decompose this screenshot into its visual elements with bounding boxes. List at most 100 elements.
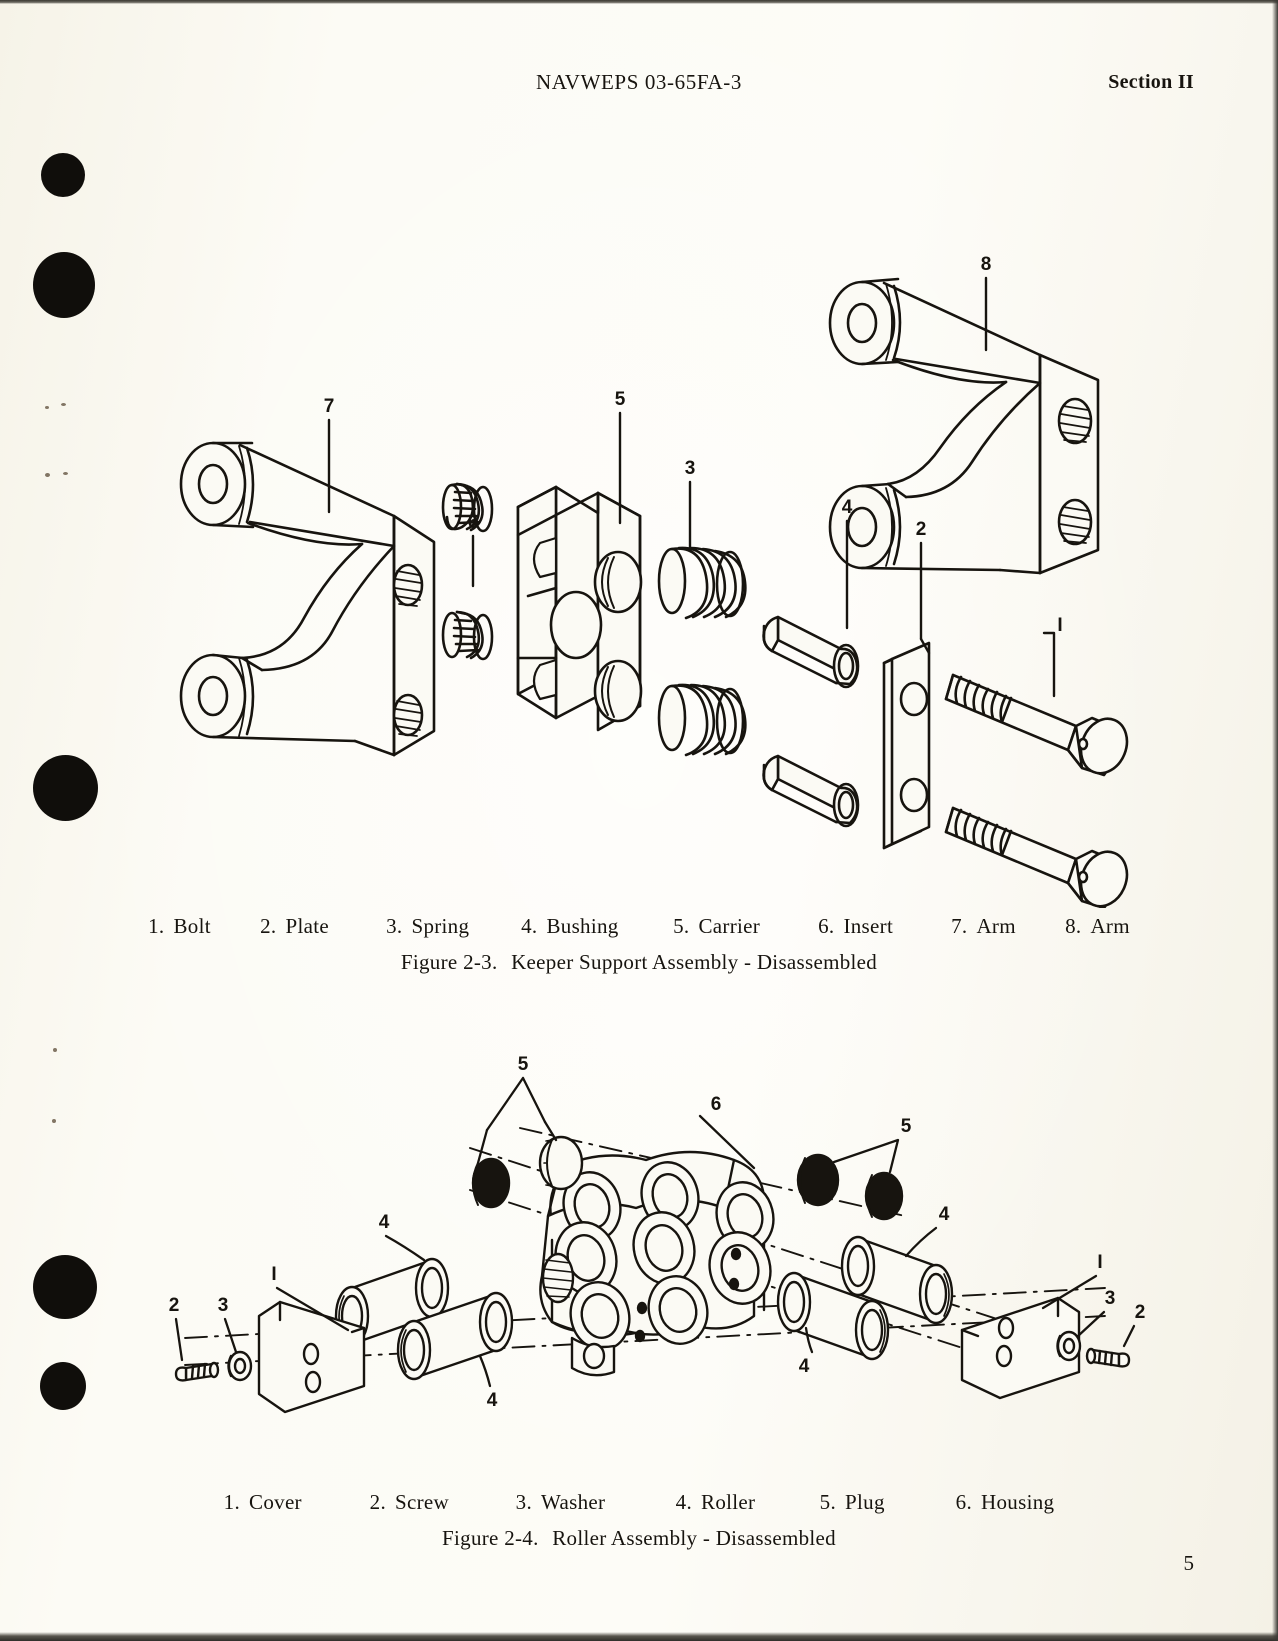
legend-number: 4.	[521, 914, 538, 938]
legend-label: Arm	[1090, 914, 1130, 938]
callout-number-5: 5	[615, 389, 626, 410]
callout-number-4-left: 4	[379, 1212, 390, 1233]
margin-speck	[45, 406, 49, 409]
legend-number: 5.	[819, 1490, 837, 1514]
margin-speck	[61, 403, 66, 406]
carrier-5-part	[516, 485, 643, 732]
spring-3-lower	[657, 683, 747, 757]
figure-2-4: 5 6 5 4 4 4 4 I I 3 3 2 2 1. C	[0, 1020, 1278, 1551]
washer-3-right	[1056, 1330, 1082, 1362]
spring-3-upper	[657, 546, 747, 620]
legend-item: 4. Bushing	[521, 914, 673, 939]
legend-item: 1. Bolt	[148, 914, 260, 939]
figure-caption-title: Keeper Support Assembly - Disassembled	[511, 950, 878, 974]
figure-2-3: 8 7 6 5 3 4 2 I 1. Bolt 2. Plate	[0, 118, 1278, 975]
figure-2-3-legend: 1. Bolt 2. Plate 3. Spring 4. Bushing 5.…	[0, 914, 1278, 939]
legend-number: 6.	[955, 1490, 973, 1514]
page-header: NAVWEPS 03-65FA-3 Section II	[0, 70, 1278, 100]
legend-number: 1.	[223, 1490, 241, 1514]
callout-number-3: 3	[685, 458, 696, 479]
legend-number: 3.	[386, 914, 403, 938]
legend-label: Bolt	[173, 914, 211, 938]
margin-speck	[52, 1119, 56, 1123]
legend-item: 5. Carrier	[673, 914, 818, 939]
bushing-4-upper	[762, 615, 860, 689]
bolt-1-lower	[944, 806, 1129, 908]
legend-number: 2.	[369, 1490, 387, 1514]
binder-hole-mark	[33, 252, 95, 318]
callout-3-right-leader	[1076, 1310, 1106, 1338]
callout-4-right-b-leader	[804, 1326, 814, 1354]
legend-label: Spring	[411, 914, 470, 938]
insert-6-upper-spring	[441, 482, 494, 533]
legend-item: 5. Plug	[820, 1490, 956, 1515]
roller-assembly-exploded-drawing: 5 6 5 4 4 4 4 I I 3 3 2 2	[169, 1054, 1146, 1414]
figure-caption-label: Figure 2-4.	[442, 1526, 539, 1550]
callout-4-right-leader	[904, 1226, 938, 1258]
plug-5-right-lower	[864, 1171, 904, 1221]
page-number: 5	[1183, 1551, 1195, 1575]
figure-2-3-illustration: 8 7 6 5 3 4 2 I	[0, 118, 1278, 908]
callout-1-leader	[1042, 631, 1056, 698]
callout-number-4: 4	[842, 497, 853, 518]
callout-3-left-leader	[223, 1317, 238, 1354]
bolt-1-upper	[944, 673, 1129, 777]
legend-number: 8.	[1065, 914, 1082, 938]
legend-item: 2. Screw	[370, 1490, 516, 1515]
callout-number-2-left: 2	[169, 1295, 180, 1316]
legend-label: Plug	[845, 1490, 885, 1514]
section-label: Section II	[1108, 71, 1194, 93]
callout-2-right-leader	[1122, 1324, 1136, 1348]
legend-item: 3. Spring	[386, 914, 521, 939]
insert-6-lower-spring	[441, 610, 494, 661]
legend-number: 4.	[675, 1490, 693, 1514]
keeper-support-exploded-drawing: 8 7 6 5 3 4 2 I	[179, 254, 1129, 908]
callout-number-2: 2	[916, 519, 927, 540]
figure-caption-title: Roller Assembly - Disassembled	[552, 1526, 836, 1550]
callout-number-4-right-b: 4	[799, 1356, 810, 1377]
callout-number-1: I	[1057, 615, 1062, 636]
callout-number-6: 6	[468, 512, 479, 533]
figure-2-3-caption: Figure 2-3. Keeper Support Assembly - Di…	[0, 950, 1278, 975]
scan-edge-top	[0, 0, 1278, 4]
figure-2-4-caption: Figure 2-4. Roller Assembly - Disassembl…	[0, 1526, 1278, 1551]
legend-label: Arm	[976, 914, 1016, 938]
housing-6-part	[539, 1150, 775, 1377]
callout-6-leader	[698, 1114, 756, 1170]
callout-number-5-right: 5	[901, 1116, 912, 1137]
scan-edge-bottom	[0, 1632, 1278, 1641]
washer-3-left	[227, 1350, 253, 1382]
legend-item: 1. Cover	[224, 1490, 370, 1515]
margin-speck	[45, 473, 50, 477]
callout-4-left-leader	[384, 1234, 426, 1262]
callout-number-3-right: 3	[1105, 1288, 1116, 1309]
legend-label: Bushing	[546, 914, 619, 938]
callout-number-2-right: 2	[1135, 1302, 1146, 1323]
legend-item: 8. Arm	[1065, 914, 1130, 939]
legend-label: Screw	[395, 1490, 450, 1514]
roller-4-right-a	[840, 1235, 954, 1325]
legend-label: Carrier	[698, 914, 761, 938]
legend-number: 5.	[673, 914, 690, 938]
margin-speck	[53, 1048, 57, 1052]
callout-number-8: 8	[981, 254, 992, 275]
plug-5-right-upper	[796, 1153, 840, 1207]
screw-2-left	[174, 1361, 220, 1382]
figure-2-4-legend: 1. Cover 2. Screw 3. Washer 4. Roller 5.…	[0, 1490, 1278, 1515]
arm-8-part	[828, 277, 1100, 575]
binder-hole-mark	[40, 1362, 86, 1410]
callout-5-left-leader	[476, 1076, 558, 1165]
plug-5-left-lower	[471, 1157, 511, 1209]
legend-label: Housing	[981, 1490, 1055, 1514]
plate-2-part	[882, 641, 931, 850]
callout-number-5-left: 5	[518, 1054, 529, 1075]
callout-number-6: 6	[711, 1094, 722, 1115]
cover-1-left	[257, 1300, 366, 1414]
roller-4-right-b	[776, 1271, 890, 1361]
legend-number: 7.	[951, 914, 968, 938]
callout-number-7: 7	[324, 396, 335, 417]
callout-number-1-left: I	[271, 1264, 276, 1285]
callout-4-left-b-leader	[478, 1354, 492, 1388]
legend-label: Roller	[701, 1490, 756, 1514]
